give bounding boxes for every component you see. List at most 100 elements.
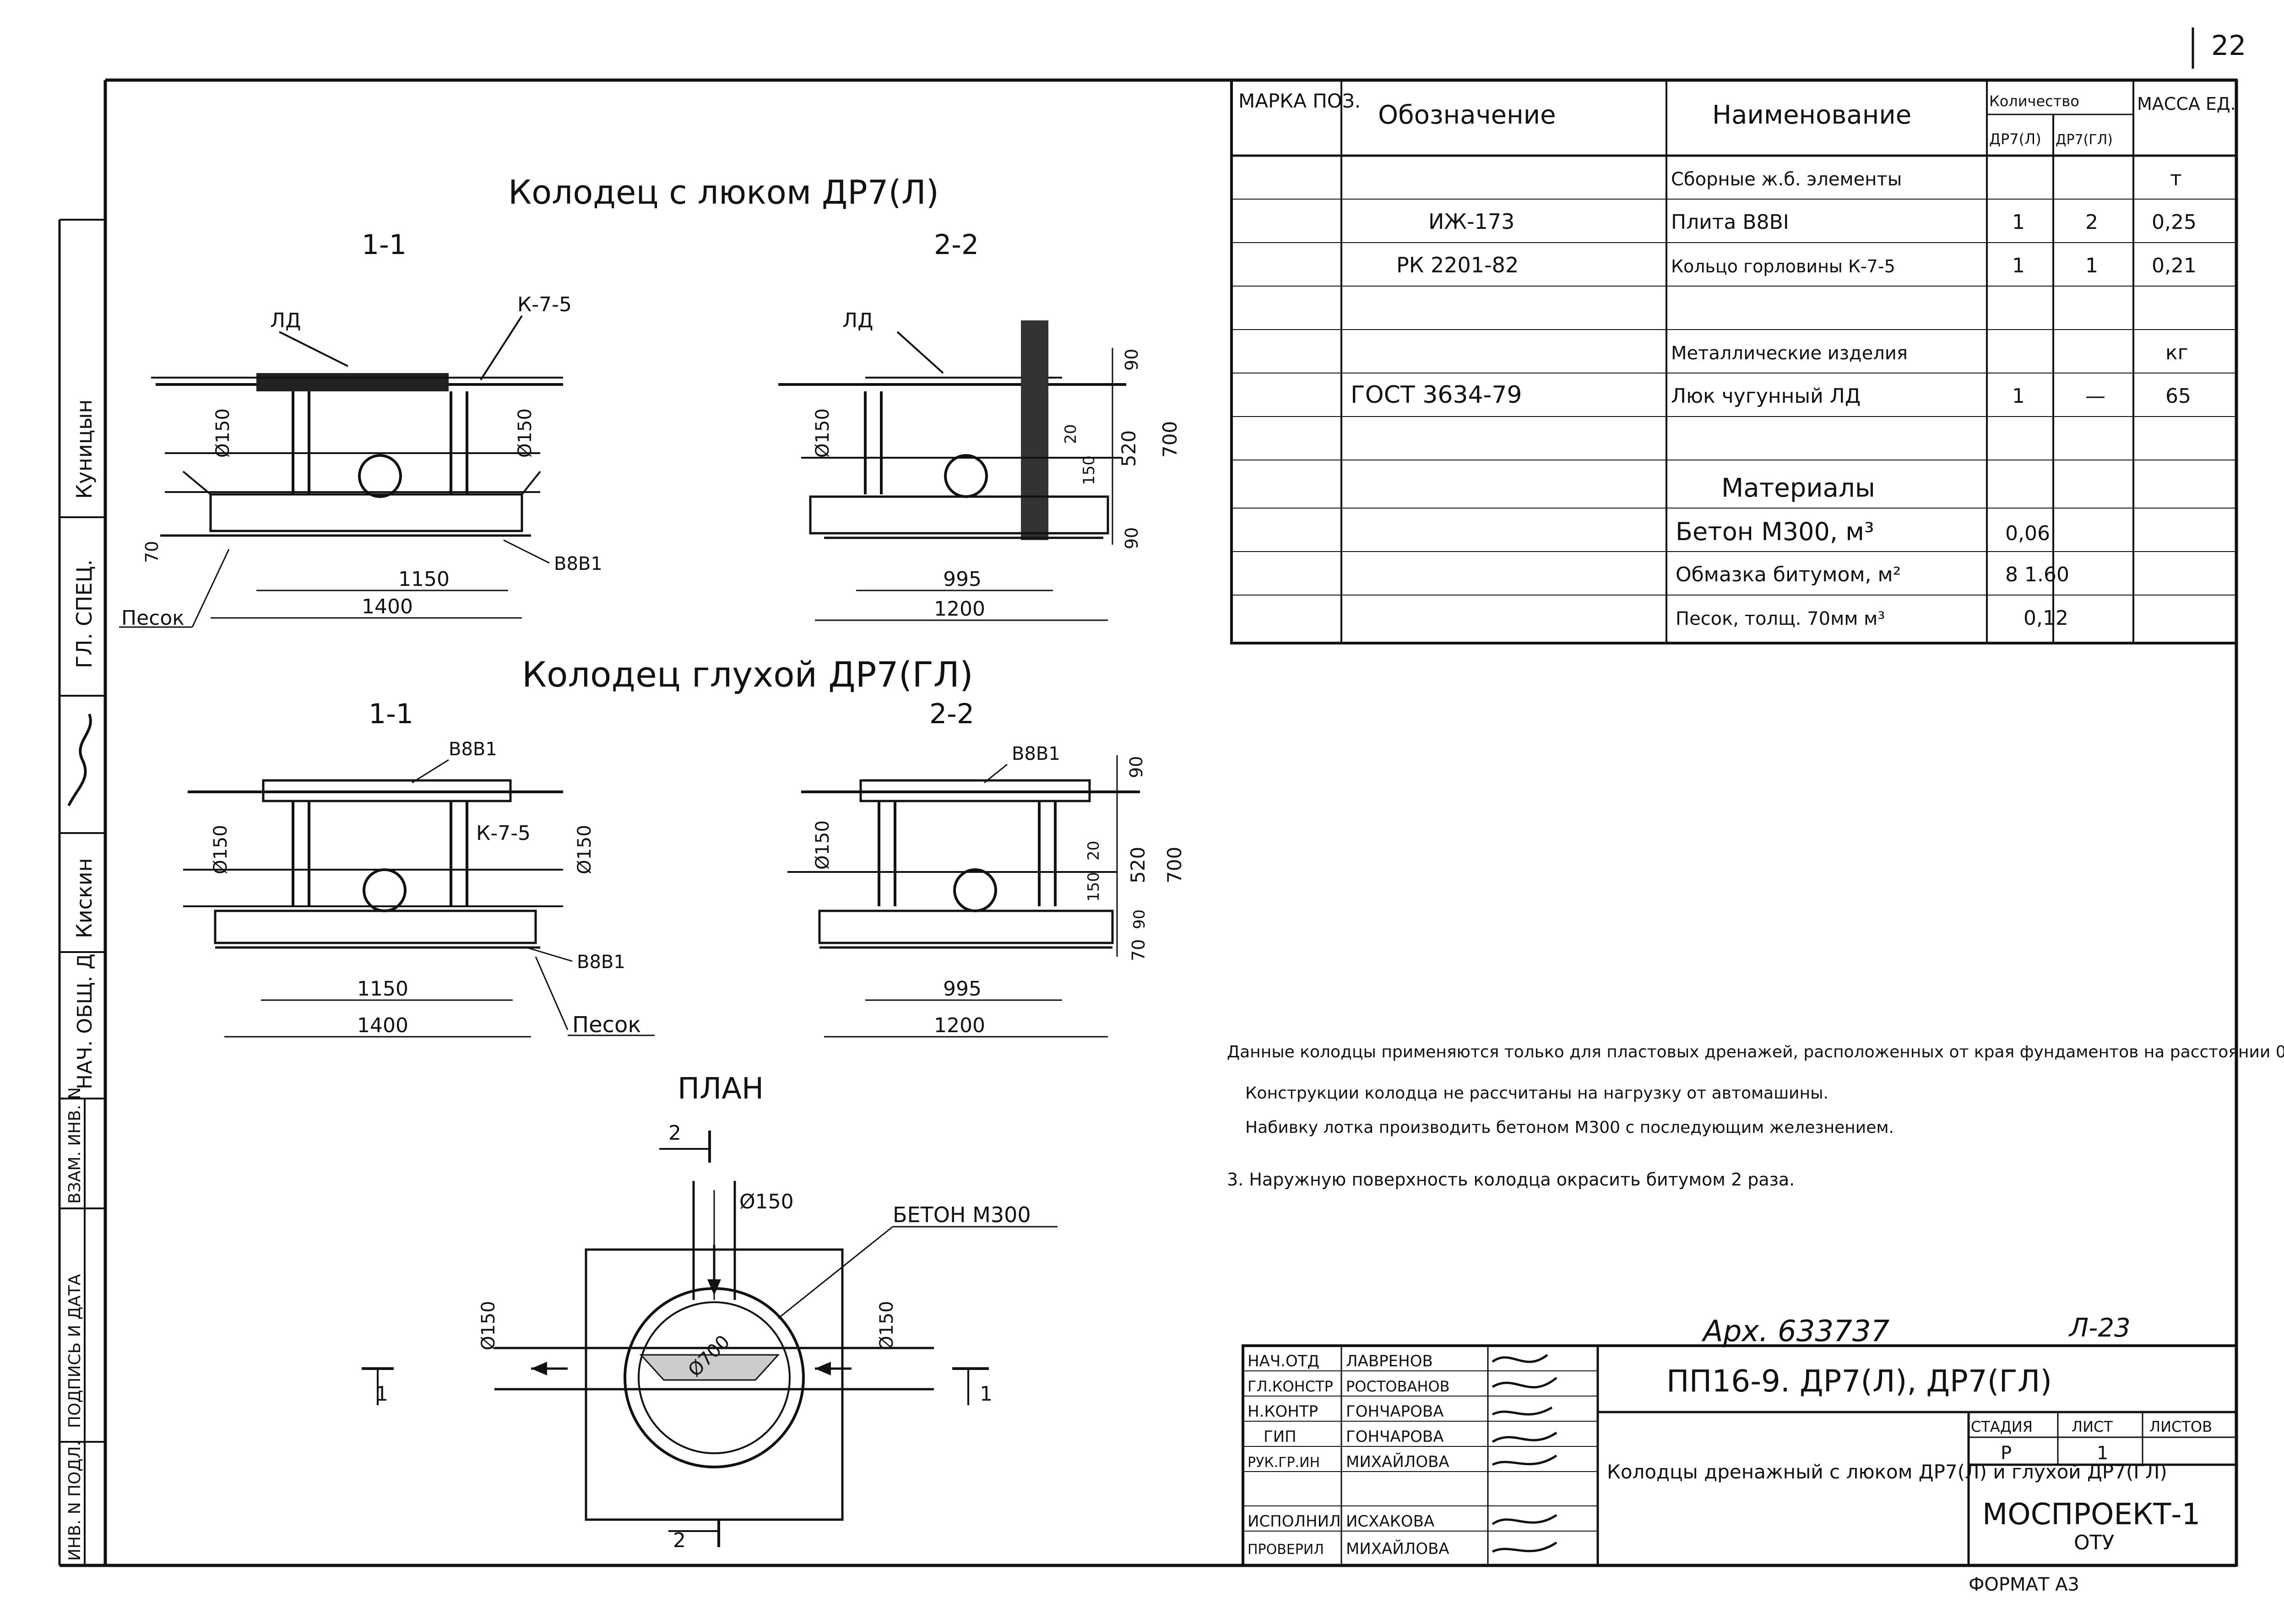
dim-1400: 1400 [357, 1014, 408, 1037]
staff-row: ГЛ.КОНСТР РОСТОВАНОВ [1248, 1378, 1450, 1395]
header-mass: МАССА ЕД. [2137, 94, 2236, 114]
stamp-vzam-inv: ВЗАМ. ИНВ. N [65, 1087, 84, 1204]
dim-20: 20 [1062, 424, 1080, 444]
sheet-number: 22 [2211, 30, 2246, 62]
section-1-1-blind: 1-1 В8В1 К-7-5 Ø150 Ø150 В8В1 Песок 1150… [183, 698, 655, 1038]
table-row: ГОСТ 3634-79 Люк чугунный ЛД 1 — 65 [1351, 381, 2191, 409]
staff-row: РУК.ГР.ИН МИХАЙЛОВА [1248, 1452, 1449, 1471]
row-mass: 0,21 [2152, 254, 2197, 277]
row-q1: 1 [2012, 211, 2025, 234]
section-1-1-with-hatch: 1-1 ЛД К-7-5 Ø150 Ø150 В8В1 Песок 70 115… [119, 229, 602, 630]
plan-cut-1-right: 1 [980, 1382, 993, 1406]
spec-table: МАРКА ПОЗ. Обозначение Наименование Коли… [1230, 79, 2238, 644]
note-2: Конструкции колодца не рассчитаны на наг… [1245, 1084, 1828, 1103]
note-4: 3. Наружную поверхность колодца окрасить… [1227, 1169, 1795, 1190]
row-q1: 1 [2012, 384, 2025, 408]
row-designation: ГОСТ 3634-79 [1351, 381, 1522, 409]
row-name: Материалы [1721, 473, 1875, 503]
section-label: 1-1 [369, 698, 413, 730]
staff-role: ГИП [1264, 1428, 1297, 1446]
staff-name: ИСХАКОВА [1346, 1512, 1434, 1531]
row-mass: кг [2165, 341, 2188, 364]
row-name: Бетон М300, м³ [1676, 517, 1874, 546]
row-q2: 1 [2085, 254, 2098, 277]
stamp-inv-podl: ИНВ. N ПОДЛ. [65, 1441, 84, 1561]
dim-995: 995 [943, 977, 982, 1001]
staff-role: ИСПОЛНИЛ [1248, 1512, 1341, 1531]
staff-row: ИСПОЛНИЛ ИСХАКОВА [1248, 1512, 1434, 1531]
dim-150: 150 [1080, 455, 1098, 485]
side-stamp: Куницын ГЛ. СПЕЦ. Кискин НАЧ. ОБЩ. Д ВЗА… [58, 219, 105, 1565]
dim-520: 520 [1127, 847, 1149, 883]
dim-1200: 1200 [934, 1014, 985, 1037]
sheets-label: ЛИСТОВ [2149, 1418, 2212, 1435]
title-plan: ПЛАН [678, 1072, 764, 1106]
notes: Данные колодцы применяются только для пл… [1227, 1043, 2284, 1190]
label-d150: Ø150 [812, 820, 833, 870]
row-name: Обмазка битумом, м² [1676, 563, 1901, 586]
label-ld: ЛД [270, 309, 301, 332]
label-d150-left: Ø150 [210, 825, 231, 874]
dim-90-bottom: 90 [1130, 909, 1149, 929]
section-label: 2-2 [929, 698, 974, 730]
stamp-podpis-data: ПОДПИСЬ И ДАТА [65, 1274, 84, 1428]
staff-role: НАЧ.ОТД [1248, 1352, 1319, 1370]
row-mass: 65 [2165, 384, 2191, 408]
plan-cut-2-top: 2 [668, 1121, 681, 1145]
section-label: 2-2 [934, 229, 979, 261]
stage-value: Р [2001, 1443, 2012, 1464]
table-row: РК 2201-82 Кольцо горловины К-7-5 1 1 0,… [1396, 253, 2197, 277]
title-well-with-hatch: Колодец с люком ДР7(Л) [508, 173, 939, 211]
section-2-2-blind: 2-2 В8В1 Ø150 90 20 520 700 150 70 90 99… [787, 698, 1186, 1038]
row-name: Металлические изделия [1671, 343, 1908, 364]
note-1: Данные колодцы применяются только для пл… [1227, 1043, 2284, 1061]
sheet-label: ЛИСТ [2072, 1418, 2113, 1435]
org-name: МОСПРОЕКТ-1 [1982, 1498, 2200, 1532]
stamp-kiskin: Кискин [72, 858, 97, 938]
section-label: 1-1 [362, 229, 407, 261]
table-row: Сборные ж.б. элементы т [1671, 167, 2182, 190]
staff-row: Н.КОНТР ГОНЧАРОВА [1248, 1402, 1443, 1421]
header-qty-dr7gl: ДР7(ГЛ) [2056, 132, 2113, 148]
label-k75: К-7-5 [517, 293, 572, 316]
label-d150: Ø150 [812, 408, 833, 458]
drawing-code: ПП16-9. ДР7(Л), ДР7(ГЛ) [1666, 1364, 2052, 1399]
dim-520: 520 [1118, 430, 1140, 467]
row-designation: РК 2201-82 [1396, 253, 1519, 277]
staff-role: Н.КОНТР [1248, 1402, 1318, 1421]
staff-name: ГОНЧАРОВА [1346, 1402, 1443, 1421]
dim-700: 700 [1163, 847, 1186, 883]
format-label: ФОРМАТ А3 [1969, 1574, 2079, 1595]
row-name: Песок, толщ. 70мм м³ [1676, 608, 1885, 629]
label-k75: К-7-5 [476, 822, 531, 845]
label-sand: Песок [121, 606, 184, 630]
stamp-gl-spec: ГЛ. СПЕЦ. [72, 559, 97, 668]
stage-label: СТАДИЯ [1971, 1418, 2033, 1435]
label-d150-right: Ø150 [574, 825, 595, 874]
title-block: Арх. 633737 Л-23 НАЧ.ОТД ЛАВРЕНОВ ГЛ.КОН… [1242, 1313, 2238, 1595]
plan-label-d150-right: Ø150 [876, 1301, 897, 1350]
dim-20: 20 [1085, 841, 1103, 861]
label-v8v1: В8В1 [554, 553, 602, 574]
table-row: ИЖ-173 Плита В8ВI 1 2 0,25 [1428, 209, 2197, 234]
row-name: Люк чугунный ЛД [1671, 384, 1861, 408]
org-sub: ОТУ [2074, 1531, 2115, 1554]
row-designation: ИЖ-173 [1428, 209, 1514, 234]
row-name: Сборные ж.б. элементы [1671, 169, 1902, 190]
label-d150-right: Ø150 [515, 408, 536, 458]
staff-role: ГЛ.КОНСТР [1248, 1378, 1333, 1395]
label-concrete-m300: БЕТОН М300 [893, 1202, 1031, 1227]
drawing-description: Колодцы дренажный с люком ДР7(Л) и глухо… [1607, 1461, 2167, 1483]
archive-number: Арх. 633737 [1701, 1315, 1890, 1348]
plan-label-d150-top: Ø150 [739, 1190, 794, 1213]
header-name: Наименование [1712, 100, 1911, 130]
note-3: Набивку лотка производить бетоном М300 с… [1245, 1118, 1894, 1137]
dim-150: 150 [1085, 872, 1103, 902]
dim-1150: 1150 [357, 977, 408, 1001]
plan-cut-2-bottom: 2 [673, 1529, 686, 1552]
dim-90: 90 [1126, 756, 1146, 778]
dim-700: 700 [1159, 421, 1181, 458]
section-2-2-with-hatch: 2-2 ЛД Ø150 90 20 520 700 150 90 995 120… [778, 229, 1181, 621]
dim-1150: 1150 [398, 568, 450, 591]
